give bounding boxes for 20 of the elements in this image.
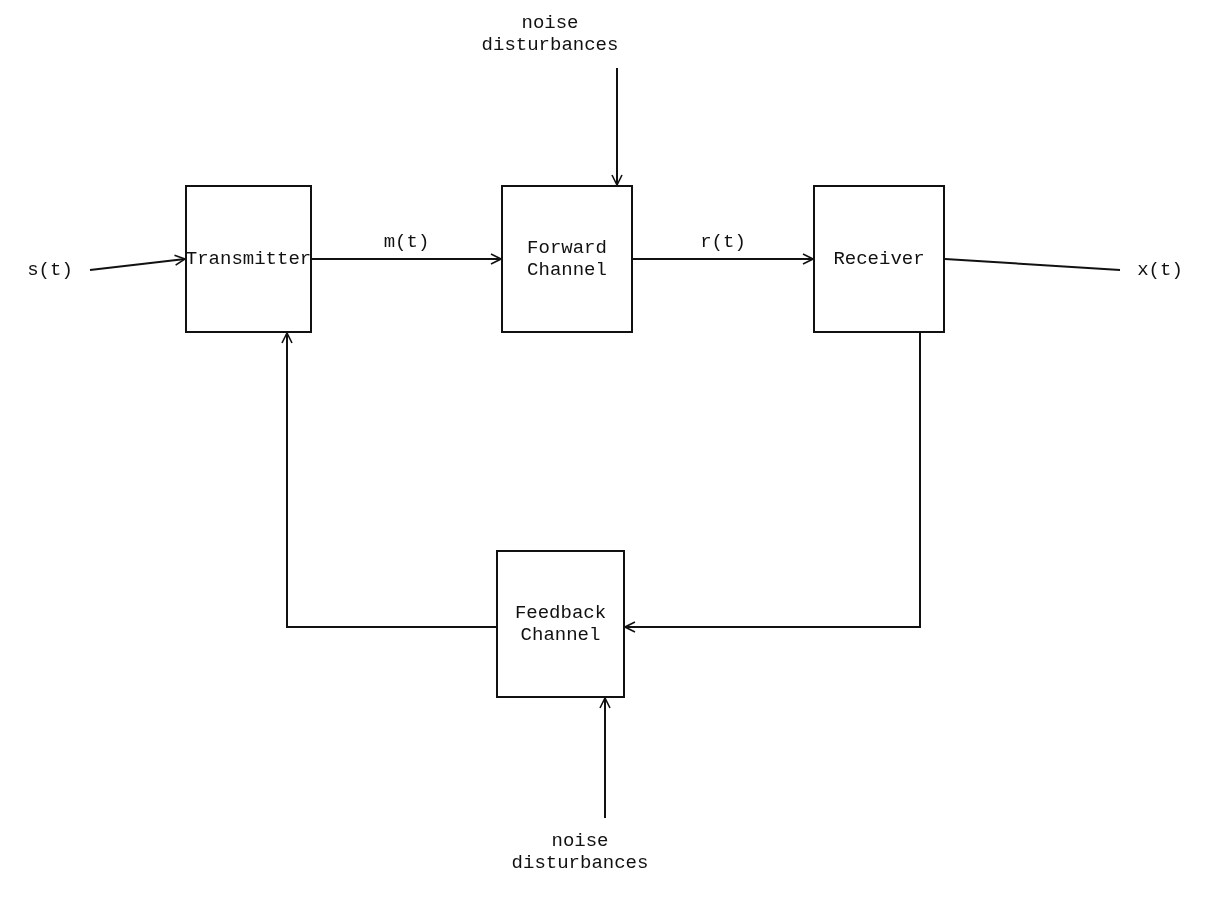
arrow [281, 332, 497, 628]
arrow [632, 253, 814, 265]
connector-line [944, 258, 1121, 271]
process-box [185, 185, 312, 333]
arrow [89, 254, 186, 271]
box-label: Forward Channel [526, 237, 608, 281]
box-label: Transmitter [184, 248, 313, 270]
box-label: Feedback Channel [513, 602, 608, 646]
arrow [311, 253, 502, 265]
signal-label: noise disturbances [480, 12, 620, 56]
process-box [496, 550, 625, 698]
signal-label: noise disturbances [510, 830, 650, 874]
arrow [624, 332, 921, 633]
process-box [813, 185, 945, 333]
signal-label: s(t) [27, 259, 73, 281]
box-label: Receiver [832, 248, 926, 270]
arrow [611, 67, 623, 186]
signal-label: x(t) [1137, 259, 1183, 281]
process-box [501, 185, 633, 333]
arrow [599, 697, 611, 819]
